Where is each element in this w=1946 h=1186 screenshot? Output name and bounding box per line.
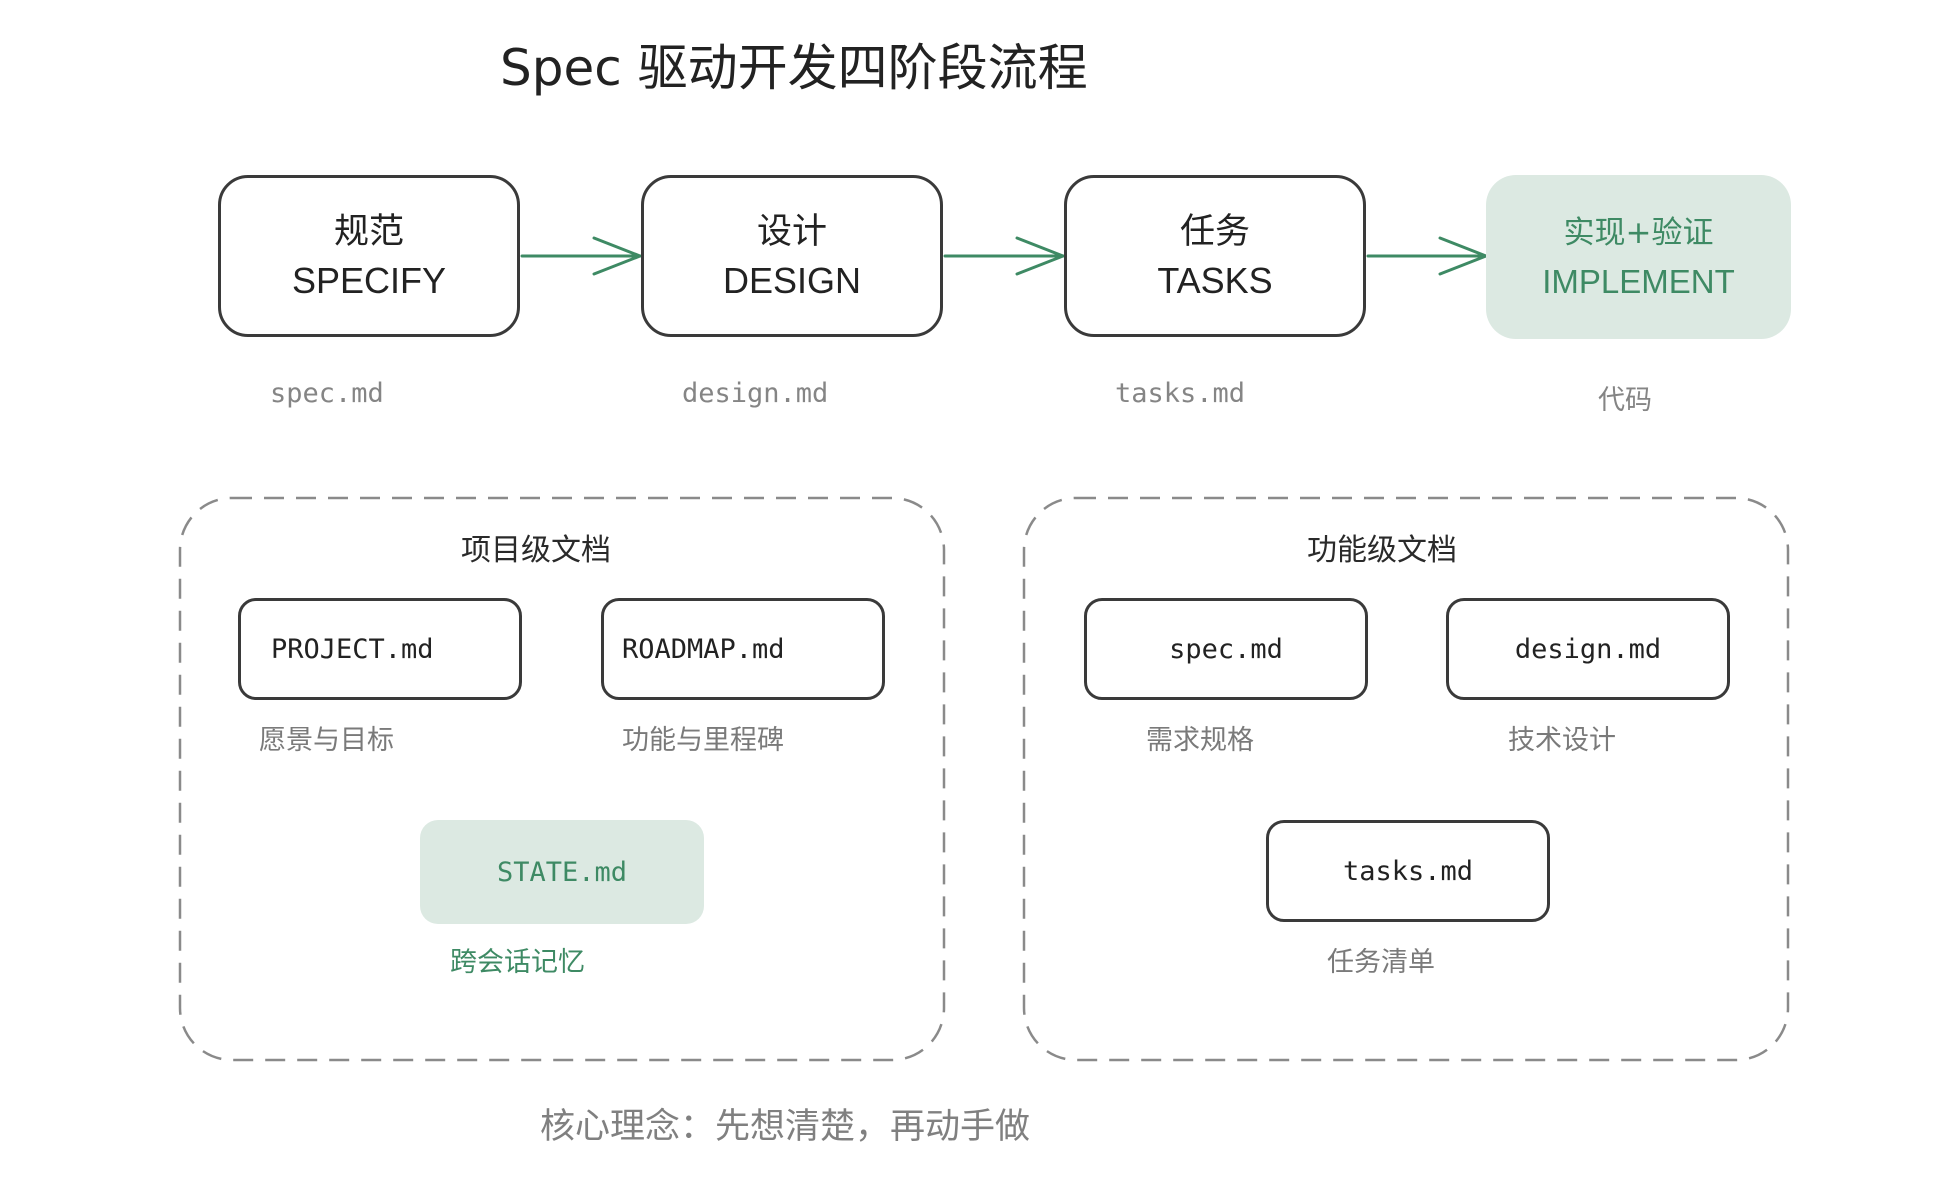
doc-design-caption: 技术设计 xyxy=(1508,725,1616,756)
stage-specify-en: SPECIFY xyxy=(291,260,447,301)
stage-tasks-zh: 任务 xyxy=(1179,212,1250,252)
doc-tasks-caption: 任务清单 xyxy=(1327,947,1435,978)
arrow-tasks-to-implement xyxy=(1366,236,1488,276)
stage-design-en: DESIGN xyxy=(722,260,862,301)
doc-project-caption: 愿景与目标 xyxy=(259,725,394,756)
doc-spec: spec.md xyxy=(1084,598,1368,700)
stage-tasks-output: tasks.md xyxy=(1115,378,1246,409)
stage-specify: 规范 SPECIFY xyxy=(218,175,520,337)
doc-design: design.md xyxy=(1446,598,1730,700)
doc-project: PROJECT.md xyxy=(238,598,522,700)
stage-specify-zh: 规范 xyxy=(333,212,404,252)
diagram-title: Spec 驱动开发四阶段流程 xyxy=(500,39,1088,97)
doc-state-caption: 跨会话记忆 xyxy=(450,947,585,978)
stage-implement-output: 代码 xyxy=(1598,385,1652,416)
stage-implement-zh: 实现+验证 xyxy=(1563,215,1714,251)
stage-tasks: 任务 TASKS xyxy=(1064,175,1366,337)
stage-design: 设计 DESIGN xyxy=(641,175,943,337)
doc-roadmap: ROADMAP.md xyxy=(601,598,885,700)
stage-design-output: design.md xyxy=(682,378,829,409)
doc-tasks: tasks.md xyxy=(1266,820,1550,922)
stage-implement-en: IMPLEMENT xyxy=(1542,263,1735,300)
doc-state: STATE.md xyxy=(420,820,704,924)
arrow-specify-to-design xyxy=(520,236,642,276)
group-frames xyxy=(178,496,1790,1062)
doc-roadmap-caption: 功能与里程碑 xyxy=(622,725,784,756)
feature-docs-title: 功能级文档 xyxy=(1307,533,1457,568)
stage-implement: 实现+验证 IMPLEMENT xyxy=(1486,175,1791,339)
project-docs-title: 项目级文档 xyxy=(461,533,611,568)
arrow-design-to-tasks xyxy=(943,236,1065,276)
doc-spec-caption: 需求规格 xyxy=(1146,725,1254,756)
core-principle: 核心理念：先想清楚，再动手做 xyxy=(540,1107,1031,1147)
stage-design-zh: 设计 xyxy=(756,212,827,252)
stage-tasks-en: TASKS xyxy=(1157,260,1273,301)
stage-specify-output: spec.md xyxy=(270,378,384,409)
